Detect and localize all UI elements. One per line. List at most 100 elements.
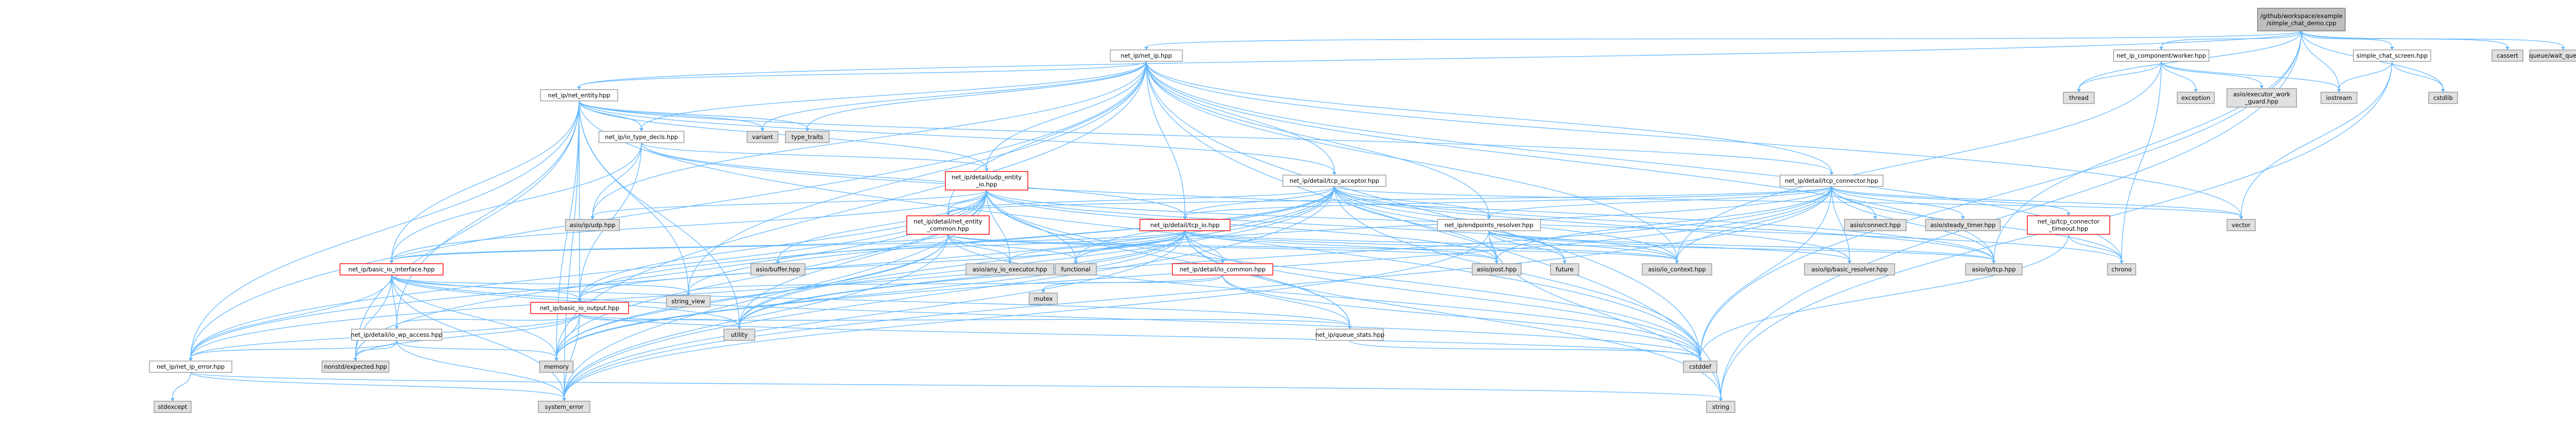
node-asio_buffer[interactable]: asio/buffer.hpp — [750, 263, 806, 276]
node-label: net_ip/endpoints_resolver.hpp — [1445, 221, 1534, 229]
node-udp_entity_io[interactable]: net_ip/detail/udp_entity_io.hpp — [945, 171, 1028, 191]
dependency-edge-root-to-net_entity — [579, 30, 2302, 87]
node-asio_post[interactable]: asio/post.hpp — [1471, 263, 1522, 276]
dependency-edge-net_entity-to-basic_io_interface — [391, 100, 580, 261]
node-label: asio/executor_work — [2233, 91, 2290, 98]
node-tcp_io[interactable]: net_ip/detail/tcp_io.hpp — [1139, 219, 1231, 231]
node-label: thread — [2069, 94, 2089, 101]
node-mutex[interactable]: mutex — [1028, 293, 1058, 305]
node-box — [1965, 263, 2023, 276]
node-tcp_connector[interactable]: net_ip/detail/tcp_connector.hpp — [1780, 175, 1884, 187]
node-endpoints_resolver[interactable]: net_ip/endpoints_resolver.hpp — [1437, 219, 1541, 231]
node-label: exception — [2181, 94, 2210, 101]
node-basic_io_interface[interactable]: net_ip/basic_io_interface.hpp — [340, 263, 444, 276]
node-net_entity_common[interactable]: net_ip/detail/net_entity_common.hpp — [906, 215, 990, 235]
node-label: net_ip/io_type_decls.hpp — [605, 133, 678, 141]
dependency-edge-net_ip-to-io_context — [1146, 61, 1677, 261]
dependency-edge-udp_entity_io-to-asio_buffer — [777, 190, 987, 261]
node-future[interactable]: future — [1550, 263, 1580, 276]
dependency-edge-basic_io_interface-to-net_ip_error — [190, 274, 392, 358]
dependency-edge-tcp_acceptor-to-net_entity_common — [947, 186, 1335, 213]
dependency-edge-tcp_io-to-cstddef — [1184, 230, 1701, 358]
node-basic_io_output[interactable]: net_ip/basic_io_output.hpp — [530, 302, 629, 314]
node-utility[interactable]: utility — [723, 329, 755, 341]
dependency-edge-net_entity_common-to-asio_post — [947, 234, 1497, 261]
node-tcp_connector_timeout[interactable]: net_ip/tcp_connector_timeout.hpp — [2027, 215, 2110, 235]
node-box — [2353, 49, 2431, 62]
node-cstddef[interactable]: cstddef — [1683, 361, 1718, 373]
node-label: string — [1712, 403, 1729, 410]
node-simple_chat_screen[interactable]: simple_chat_screen.hpp — [2353, 49, 2431, 62]
node-box — [539, 361, 574, 373]
dependency-edge-io_type_decls-to-asio_udp — [592, 142, 642, 217]
arrowhead-functional — [1074, 261, 1078, 264]
node-label: asio/buffer.hpp — [756, 266, 800, 273]
node-any_io_executor[interactable]: asio/any_io_executor.hpp — [965, 263, 1054, 276]
arrowhead-steady_timer — [1961, 216, 1965, 219]
node-io_context[interactable]: asio/io_context.hpp — [1641, 263, 1713, 276]
node-variant[interactable]: variant — [747, 131, 778, 143]
node-exception[interactable]: exception — [2177, 92, 2215, 104]
node-box — [2063, 92, 2095, 104]
dependency-edge-tcp_connector-to-vector — [1831, 186, 2242, 217]
node-functional[interactable]: functional — [1055, 263, 1097, 276]
dependency-edge-udp_entity_io-to-expected — [355, 190, 987, 358]
node-stdexcept[interactable]: stdexcept — [154, 401, 192, 413]
arrowhead-iostream — [2337, 89, 2341, 92]
node-exec_work_guard[interactable]: asio/executor_work_guard.hpp — [2226, 88, 2297, 108]
dependency-edge-net_entity_common-to-io_context — [947, 234, 1677, 261]
dependency-edge-endpoints_resolver-to-asio_tcp — [1488, 230, 1994, 261]
node-label: _guard.hpp — [2245, 98, 2279, 105]
dependency-edge-basic_io_output-to-cstddef — [579, 313, 1701, 358]
node-memory[interactable]: memory — [539, 361, 574, 373]
dependency-edge-udp_entity_io-to-net_ip_error — [190, 190, 987, 358]
node-queue_wait[interactable]: queue/wait_queue.hpp — [2529, 49, 2576, 62]
node-tcp_acceptor[interactable]: net_ip/detail/tcp_acceptor.hpp — [1282, 175, 1386, 187]
node-string[interactable]: string — [1706, 401, 1736, 413]
node-component_worker[interactable]: net_ip_component/worker.hpp — [2113, 49, 2210, 62]
node-label: /github/workspace/example — [2260, 12, 2343, 20]
node-label: net_ip/detail/io_wp_access.hpp — [351, 331, 443, 338]
node-type_traits[interactable]: type_traits — [785, 131, 830, 143]
node-cassert[interactable]: cassert — [2492, 49, 2523, 62]
node-cstdlib[interactable]: cstdlib — [2428, 92, 2458, 104]
node-label: system_error — [545, 403, 583, 410]
node-queue_stats[interactable]: net_ip/queue_stats.hpp — [1315, 329, 1384, 341]
node-box — [1844, 219, 1907, 231]
node-box — [2107, 263, 2137, 276]
node-vector[interactable]: vector — [2226, 219, 2256, 231]
dependency-edge-simple_chat_screen-to-iostream — [2338, 61, 2393, 90]
arrowhead-io_context — [1675, 261, 1679, 264]
dependency-edge-basic_io_output-to-system_error — [564, 313, 580, 399]
node-thread[interactable]: thread — [2063, 92, 2095, 104]
node-net_entity[interactable]: net_ip/net_entity.hpp — [540, 89, 618, 101]
dependency-edge-tcp_acceptor-to-system_error — [564, 186, 1335, 399]
node-string_view[interactable]: string_view — [666, 295, 711, 307]
node-asio_connect[interactable]: asio/connect.hpp — [1844, 219, 1907, 231]
dependency-edge-basic_io_output-to-queue_stats — [579, 313, 1350, 327]
node-root[interactable]: /github/workspace/example/simple_chat_de… — [2257, 8, 2346, 31]
dependency-edge-tcp_connector-to-net_entity_common — [947, 186, 1832, 213]
node-iostream[interactable]: iostream — [2320, 92, 2358, 104]
node-io_common[interactable]: net_ip/detail/io_common.hpp — [1172, 263, 1274, 276]
node-label: string_view — [671, 298, 705, 305]
node-steady_timer[interactable]: asio/steady_timer.hpp — [1925, 219, 2001, 231]
node-basic_resolver[interactable]: asio/ip/basic_resolver.hpp — [1804, 263, 1895, 276]
node-io_wp_access[interactable]: net_ip/detail/io_wp_access.hpp — [351, 329, 443, 341]
node-chrono[interactable]: chrono — [2107, 263, 2137, 276]
dependency-edge-net_entity_common-to-any_io_executor — [947, 234, 1010, 261]
dependency-edge-basic_io_interface-to-expected — [355, 274, 392, 358]
node-asio_tcp[interactable]: asio/ip/tcp.hpp — [1965, 263, 2023, 276]
dependency-edge-basic_io_interface-to-string_view — [391, 274, 689, 293]
node-asio_udp[interactable]: asio/ip/udp.hpp — [565, 219, 620, 231]
dependency-edge-tcp_connector_timeout-to-chrono — [2068, 234, 2122, 261]
node-label: net_ip_component/worker.hpp — [2116, 52, 2206, 59]
dependency-edge-net_ip-to-net_ip_error — [190, 61, 1147, 358]
arrowhead-queue_wait — [2561, 47, 2565, 50]
node-expected[interactable]: nonstd/expected.hpp — [321, 361, 389, 373]
node-io_type_decls[interactable]: net_ip/io_type_decls.hpp — [598, 131, 685, 143]
node-net_ip_error[interactable]: net_ip/net_ip_error.hpp — [149, 361, 232, 373]
node-system_error[interactable]: system_error — [538, 401, 590, 413]
node-box — [1172, 263, 1274, 276]
node-net_ip[interactable]: net_ip/net_ip.hpp — [1110, 49, 1183, 62]
